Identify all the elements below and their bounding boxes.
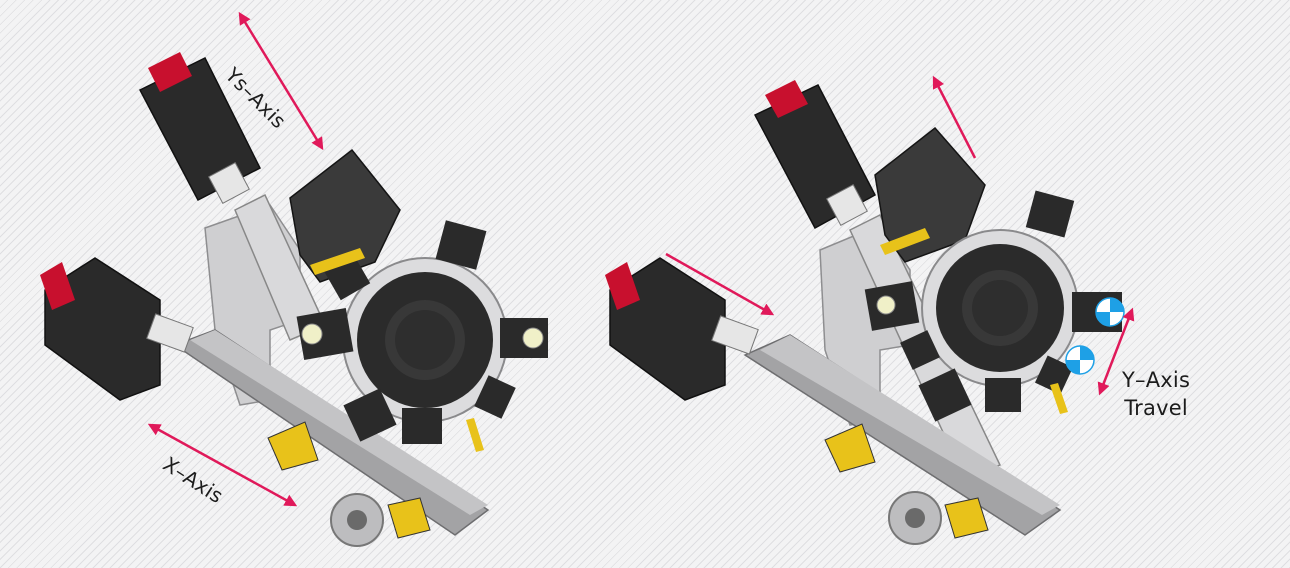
right-lower-motor [605, 257, 759, 401]
left-upper-motor [138, 52, 262, 204]
right-x-rail-top [760, 335, 1060, 515]
left-x-rail-top [190, 330, 488, 515]
right-upper-motor [753, 80, 877, 230]
y-axis-label-line2: Travel [1124, 396, 1188, 420]
right-turret [864, 190, 1122, 422]
left-upper-tool-block [289, 148, 401, 283]
y-axis-travel-label: Y–Axis Travel [1122, 366, 1190, 422]
right-yellow-brackets [824, 423, 989, 545]
tool-position-marker-icon [1095, 297, 1125, 327]
left-turret [296, 220, 548, 452]
y-axis-travel-arrow [1097, 307, 1135, 396]
tool-position-marker-icon [1065, 345, 1095, 375]
ys-axis-arrow [238, 11, 324, 151]
left-x-rail [173, 329, 490, 536]
left-lower-motor [40, 257, 194, 401]
x-direction-arrow [665, 252, 775, 316]
right-turret-assembly [605, 80, 1125, 545]
y-axis-label-line1: Y–Axis [1122, 368, 1191, 392]
ys-direction-arrow [932, 75, 977, 159]
left-turret-assembly [40, 52, 548, 547]
x-axis-arrow [147, 423, 298, 507]
